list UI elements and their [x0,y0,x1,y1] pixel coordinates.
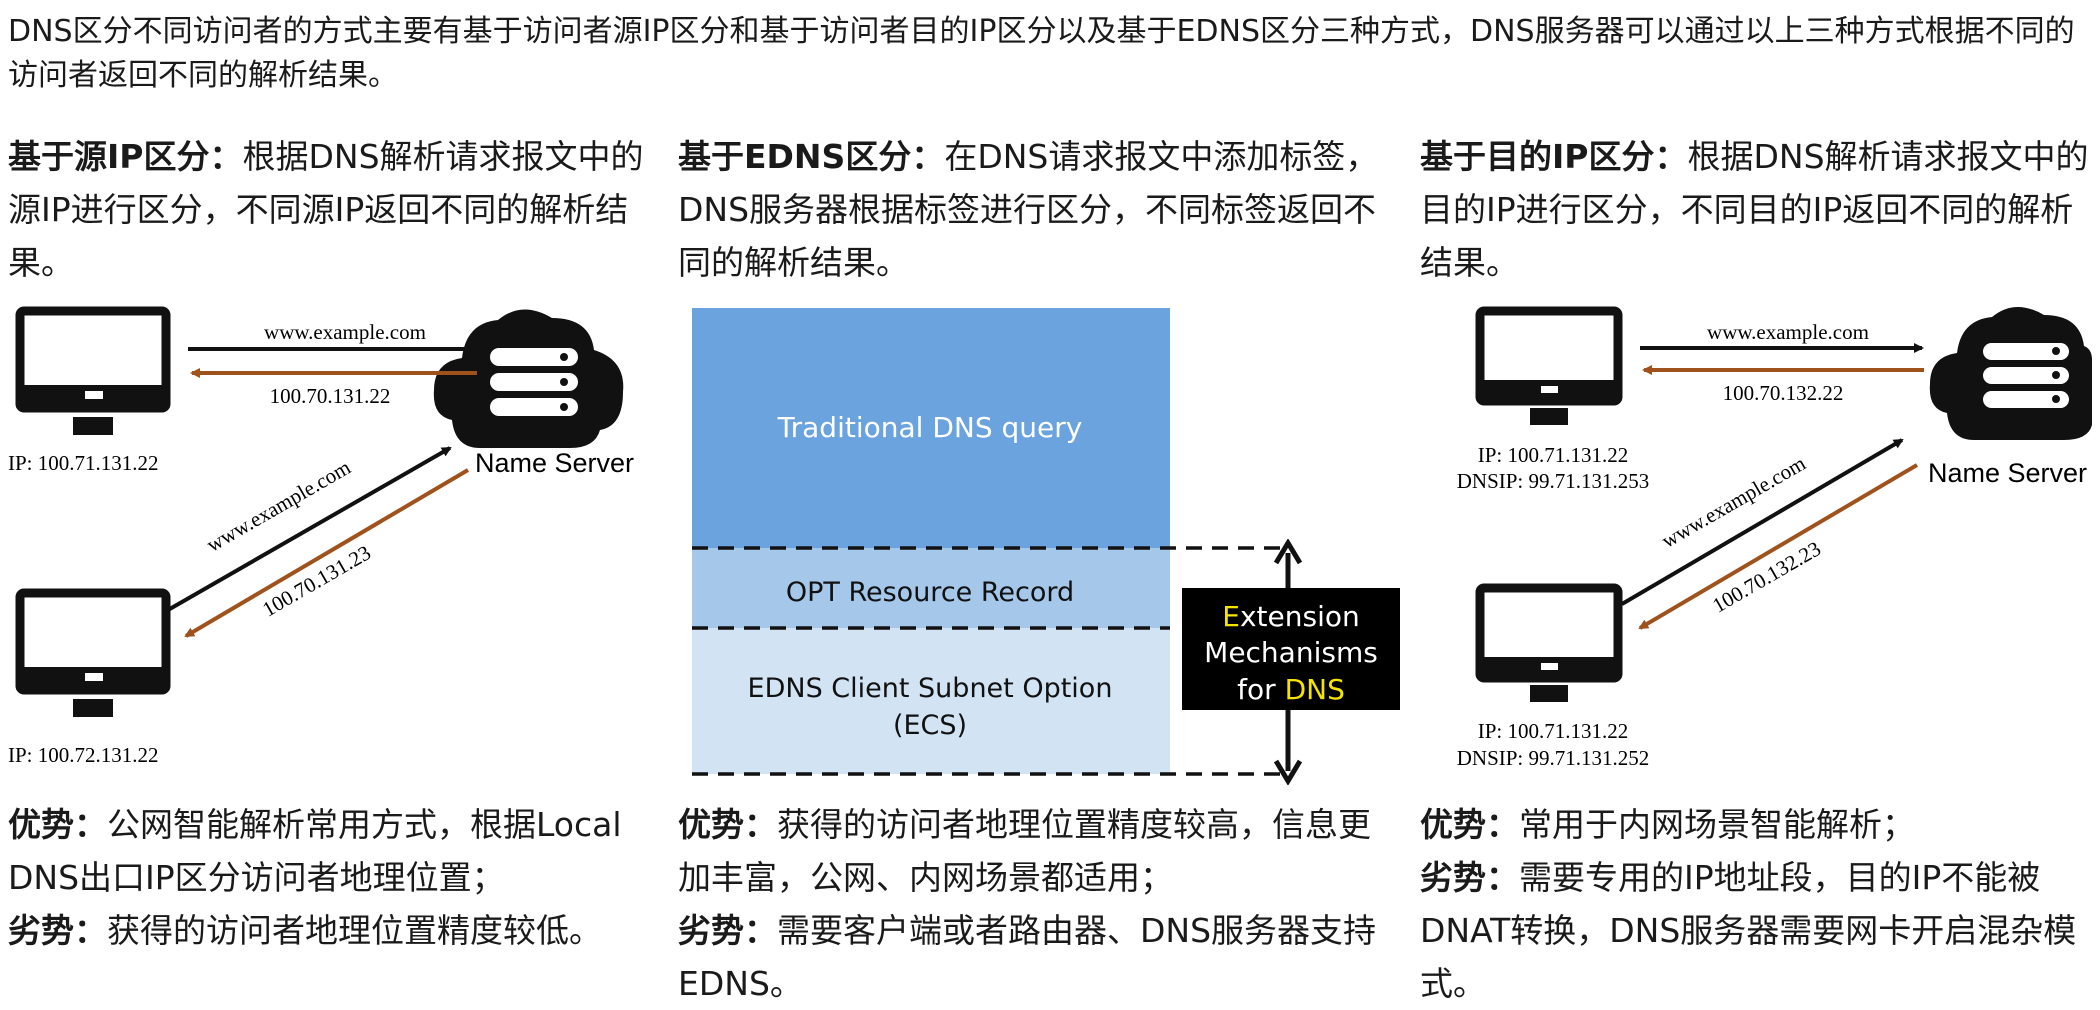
client-dnsip-label: DNSIP: 99.71.131.253 [1457,469,1650,493]
response-arrow [1638,463,1919,630]
source-ip-diagram: www.example.com 100.70.131.22 IP: 100.71… [8,306,634,767]
traditional-query-block [692,308,1170,548]
dest-ip-pros-cons: 优势：常用于内网场景智能解析； 劣势：需要专用的IP地址段，目的IP不能被DNA… [1420,798,2095,1010]
source-ip-title: 基于源IP区分： [8,137,243,176]
dest-ip-heading: 基于目的IP区分：根据DNS解析请求报文中的目的IP进行区分，不同目的IP返回不… [1420,130,2095,289]
advantage-label: 优势： [1420,805,1519,844]
client-ip-label: IP: 100.71.131.22 [8,451,159,475]
monitor-icon [15,306,171,435]
client-ip-label: IP: 100.71.131.22 [1478,719,1629,743]
edns-diagram: Traditional DNS query OPT Resource Recor… [692,308,1400,774]
extension-label: Extension [1222,600,1359,633]
disadvantage-text: 需要客户端或者路由器、DNS服务器支持EDNS。 [678,911,1377,1003]
extension-box [1182,588,1400,710]
traditional-query-label: Traditional DNS query [777,411,1083,444]
monitor-icon [1475,306,1623,425]
server-label: Name Server [475,448,634,478]
disadvantage-label: 劣势： [678,911,777,950]
mechanisms-label: Mechanisms [1204,636,1378,669]
disadvantage-text: 需要专用的IP地址段，目的IP不能被DNAT转换，DNS服务器需要网卡开启混杂模… [1420,858,2077,1003]
source-ip-desc: 根据DNS解析请求报文中的源IP进行区分，不同源IP返回不同的解析结果。 [8,137,644,282]
dest-ip-diagram: www.example.com 100.70.132.22 IP: 100.71… [1457,306,2092,770]
advantage-label: 优势： [678,805,777,844]
ecs-option-label: (ECS) [893,710,967,741]
disadvantage-text: 获得的访问者地理位置精度较低。 [107,911,602,950]
monitor-icon [1475,583,1623,702]
source-ip-heading: 基于源IP区分：根据DNS解析请求报文中的源IP进行区分，不同源IP返回不同的解… [8,130,658,289]
disadvantage-label: 劣势： [8,911,107,950]
advantage-text: 获得的访问者地理位置精度较高，信息更加丰富，公网、内网场景都适用； [678,805,1371,897]
domain-label: www.example.com [1707,320,1869,344]
edns-heading: 基于EDNS区分：在DNS请求报文中添加标签，DNS服务器根据标签进行区分，不同… [678,130,1390,289]
domain-label: www.example.com [202,455,354,557]
edns-pros-cons: 优势：获得的访问者地理位置精度较高，信息更加丰富，公网、内网场景都适用； 劣势：… [678,798,1390,1010]
for-dns-label: for DNS [1237,673,1345,706]
disadvantage-label: 劣势： [1420,858,1519,897]
name-server-icon [433,309,624,448]
dest-ip-desc: 根据DNS解析请求报文中的目的IP进行区分，不同目的IP返回不同的解析结果。 [1420,137,2089,282]
source-ip-pros-cons: 优势：公网智能解析常用方式，根据Local DNS出口IP区分访问者地理位置； … [8,798,658,957]
edns-desc: 在DNS请求报文中添加标签，DNS服务器根据标签进行区分，不同标签返回不同的解析… [678,137,1379,282]
server-label: Name Server [1928,458,2087,488]
opt-record-label: OPT Resource Record [786,577,1074,608]
client-ip-label: IP: 100.72.131.22 [8,743,159,767]
ecs-option-label: EDNS Client Subnet Option [748,673,1113,704]
dest-ip-title: 基于目的IP区分： [1420,137,1688,176]
client-ip-label: IP: 100.71.131.22 [1478,443,1629,467]
request-arrow [1620,438,1904,606]
domain-label: www.example.com [264,320,426,344]
ecs-option-block [692,628,1170,774]
name-server-icon [1929,306,2092,440]
answer-label: 100.70.131.22 [270,384,391,408]
client-dnsip-label: DNSIP: 99.71.131.252 [1457,746,1650,770]
answer-label: 100.70.132.22 [1723,381,1844,405]
response-arrow [184,468,470,638]
advantage-text: 常用于内网场景智能解析； [1519,805,1915,844]
edns-title: 基于EDNS区分： [678,137,945,176]
advantage-label: 优势： [8,805,107,844]
advantage-text: 公网智能解析常用方式，根据Local DNS出口IP区分访问者地理位置； [8,805,622,897]
request-arrow [167,446,452,612]
opt-record-block [692,548,1170,628]
monitor-icon [15,588,171,717]
intro-text: DNS区分不同访问者的方式主要有基于访问者源IP区分和基于访问者目的IP区分以及… [8,14,2075,93]
